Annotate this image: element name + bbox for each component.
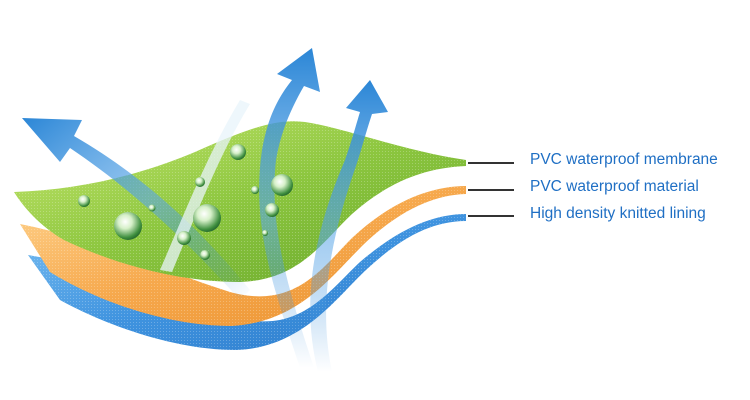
light-ribbon bbox=[160, 100, 250, 272]
airflow-arrow-icon bbox=[22, 118, 250, 300]
membrane-label: PVC waterproof membrane bbox=[530, 151, 718, 168]
lining-layer bbox=[28, 214, 466, 350]
water-droplet-icon bbox=[78, 144, 293, 260]
material-layer bbox=[20, 186, 466, 326]
membrane-leader-line bbox=[468, 162, 514, 164]
airflow-arrow-icon bbox=[310, 80, 388, 372]
airflow-arrow-icon bbox=[259, 48, 320, 368]
material-label: PVC waterproof material bbox=[530, 178, 699, 195]
lining-leader-line bbox=[468, 215, 514, 217]
material-leader-line bbox=[468, 189, 514, 191]
lining-label: High density knitted lining bbox=[530, 205, 706, 222]
